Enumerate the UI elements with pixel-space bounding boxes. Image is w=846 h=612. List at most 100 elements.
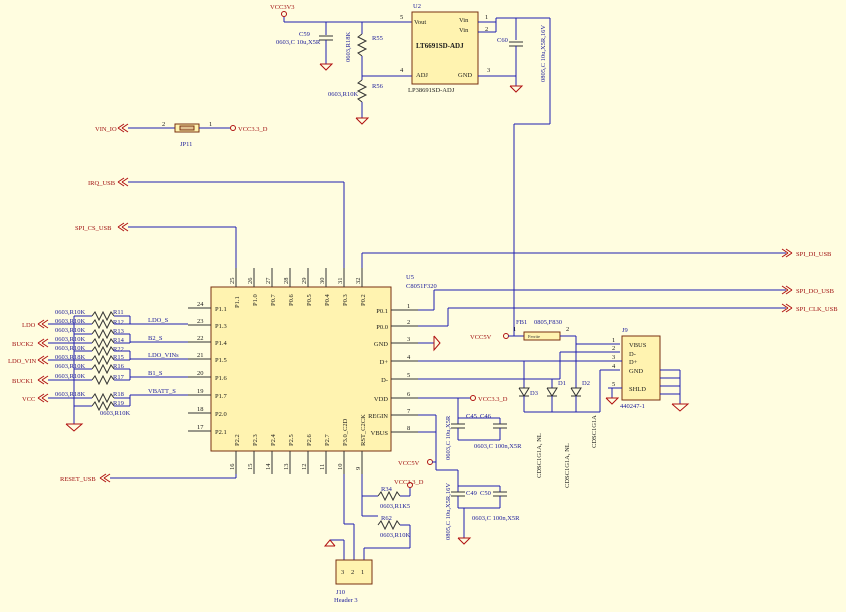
resistor-r62: R62 0603,R10K (377, 515, 410, 539)
resistor-r56: R56 0603,R10K (328, 79, 384, 103)
ic-pin-number: 15 (247, 464, 254, 471)
net-reset-usb: RESET_USB (60, 473, 237, 483)
ic-pin-23: 23 P1.3 (188, 318, 227, 330)
diode-d2: D2 CDSC1G1A (570, 344, 598, 448)
ic-pin-20: 20 P1.6 (188, 370, 227, 382)
ferrite-fb1: Ferrite FB1 0805,F830 1 2 (513, 319, 569, 341)
ic-pin-number: 12 (301, 464, 308, 471)
ic-pin-number: 10 (337, 464, 344, 471)
diode-d1: D1 CDSC1G1A, NL (546, 379, 571, 488)
power-decoupling: VCC3.3_D C45 0603,C 10u,X5R C46 0603,C 1… (398, 395, 522, 545)
ic-pin-number: 26 (247, 277, 254, 284)
svg-text:R11: R11 (113, 309, 124, 316)
svg-text:R56: R56 (372, 83, 384, 90)
resistor-r14: R14 0603,R10K (55, 336, 125, 349)
svg-text:0603,R10K: 0603,R10K (55, 309, 85, 316)
svg-text:ADJ: ADJ (416, 72, 428, 79)
svg-text:RESET_USB: RESET_USB (60, 476, 96, 483)
svg-text:20: 20 (197, 370, 204, 377)
resistor-r13: R13 0603,R10K (55, 327, 124, 340)
ic-pin-label: P0.0 (376, 324, 388, 331)
svg-text:R15: R15 (113, 354, 124, 361)
net-irq-usb: IRQ_USB (88, 177, 345, 268)
svg-text:D1: D1 (558, 380, 566, 387)
svg-text:R18: R18 (113, 391, 124, 398)
svg-text:5: 5 (612, 381, 615, 388)
svg-text:VBATT_S: VBATT_S (148, 388, 176, 395)
ic-pin-number: 14 (265, 463, 272, 470)
svg-text:SPI_DO_USB: SPI_DO_USB (796, 288, 835, 295)
svg-text:VCC3.3_D: VCC3.3_D (238, 126, 268, 133)
ic-pin-18: 18 P2.0 (188, 406, 227, 418)
ic-pin-number: 5 (407, 372, 410, 379)
resistor-r16: R16 0603,R10K (55, 363, 125, 375)
svg-text:0603,C 10u,X5R: 0603,C 10u,X5R (276, 39, 321, 46)
svg-text:LDO_VINs: LDO_VINs (148, 352, 179, 359)
svg-text:LDO_S: LDO_S (148, 317, 169, 324)
svg-text:VCC: VCC (22, 396, 35, 403)
svg-text:1: 1 (485, 14, 488, 21)
svg-text:0603,R18K: 0603,R18K (55, 391, 85, 398)
svg-text:R34: R34 (381, 486, 393, 493)
svg-text:R17: R17 (113, 374, 125, 381)
svg-text:0603,R18K: 0603,R18K (345, 32, 352, 62)
svg-text:P1.6: P1.6 (215, 375, 227, 382)
svg-text:VCC3.3_D: VCC3.3_D (394, 479, 424, 486)
svg-text:0603,R10K: 0603,R10K (55, 318, 85, 325)
svg-text:LDO: LDO (22, 322, 36, 329)
ic-pin-label: P2.2 (234, 434, 241, 446)
bottom-debug-section: R34 0603,R1K5 R62 0603,R10K VCC3.3_D 3 2… (323, 474, 424, 604)
ic-pin-number: 3 (407, 336, 410, 343)
svg-text:3: 3 (341, 569, 344, 576)
svg-text:2: 2 (162, 121, 165, 128)
svg-text:CDSC1G1A: CDSC1G1A (591, 415, 598, 448)
svg-text:17: 17 (197, 424, 204, 431)
ic-pin-number: 16 (229, 463, 236, 470)
svg-text:4: 4 (612, 363, 616, 370)
svg-text:C46: C46 (480, 413, 492, 420)
svg-text:0603,R1K5: 0603,R1K5 (380, 503, 410, 510)
capacitor-c45: C45 0603,C 10u,X5R (445, 413, 477, 460)
ic-pin-label: P2.6 (306, 434, 313, 446)
resistor-r17: R17 0603,R10K (55, 373, 125, 386)
ic-pin-4: 4D+ (380, 354, 418, 366)
svg-text:P1.3: P1.3 (215, 323, 227, 330)
svg-text:LT6691SD-ADJ: LT6691SD-ADJ (416, 42, 464, 50)
svg-text:J10: J10 (336, 589, 345, 596)
svg-text:P2.1: P2.1 (215, 429, 227, 436)
svg-text:FB1: FB1 (516, 319, 527, 326)
ic-pin-12: 12 P2.6 (301, 434, 313, 474)
svg-text:2: 2 (351, 569, 354, 576)
capacitor-c59: C59 0603,C 10u,X5R (276, 31, 334, 71)
svg-text:C59: C59 (299, 31, 310, 38)
ic-pin-number: 32 (355, 278, 362, 285)
svg-text:VCC5V: VCC5V (398, 460, 420, 467)
svg-text:0603,R10K: 0603,R10K (100, 410, 130, 417)
svg-text:Header 3: Header 3 (334, 597, 358, 604)
ic-pin-number: 4 (407, 354, 411, 361)
svg-text:0603,R10K: 0603,R10K (55, 327, 85, 334)
ic-pin-label: P0.6 (288, 294, 295, 306)
ic-pin-label: REGIN (368, 413, 388, 420)
svg-text:21: 21 (197, 352, 204, 359)
svg-text:0805,C 10u,X5R,16V: 0805,C 10u,X5R,16V (445, 483, 452, 540)
ic-pin-number: 7 (407, 408, 411, 415)
svg-text:1: 1 (209, 121, 212, 128)
svg-text:1: 1 (513, 326, 516, 333)
ic-top-pins: 25P1.126P1.027P0.728P0.629P0.530P0.431P0… (229, 268, 367, 308)
ic-pin-1: 1P0.1 (376, 303, 418, 315)
svg-text:3: 3 (612, 354, 615, 361)
ic-pin-label: P2.5 (288, 434, 295, 446)
net-spi-di-usb: SPI_DI_USB (361, 248, 832, 268)
svg-text:IRQ_USB: IRQ_USB (88, 180, 116, 187)
svg-text:R62: R62 (381, 515, 392, 522)
svg-text:0805,F830: 0805,F830 (534, 319, 562, 326)
svg-text:0603,R10K: 0603,R10K (55, 336, 85, 343)
